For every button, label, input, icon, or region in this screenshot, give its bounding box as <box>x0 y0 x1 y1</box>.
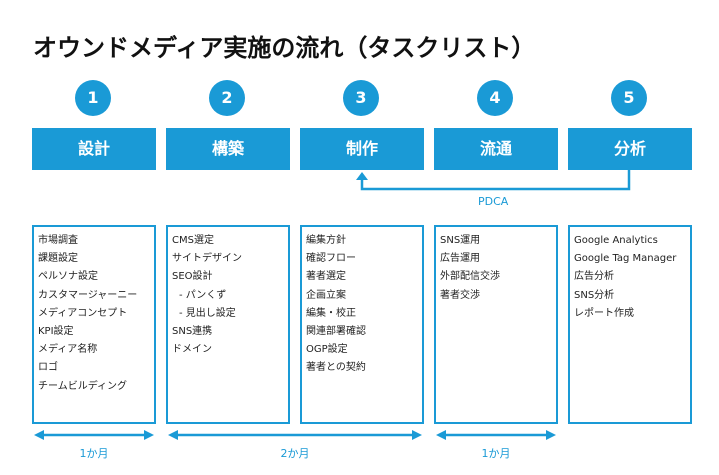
task-item: チームビルディング <box>38 380 127 392</box>
task-item: Google Tag Manager <box>574 253 677 265</box>
step-number-4: 4 <box>477 80 513 116</box>
task-item: ペルソナ設定 <box>38 271 98 283</box>
duration-label-build-produce: 2か月 <box>280 447 310 460</box>
pdca-label: PDCA <box>478 195 509 208</box>
phase-distribute: 流通 <box>434 128 558 170</box>
task-box-analyze: Google Analytics Google Tag Manager 広告分析… <box>568 225 692 424</box>
task-item: SEO設計 <box>172 271 213 283</box>
duration-label-distribute: 1か月 <box>481 447 511 460</box>
task-item: KPI設定 <box>38 326 74 338</box>
duration-arrow-build-produce <box>168 430 422 440</box>
pdca-arrowhead <box>356 172 368 180</box>
step-number-3: 3 <box>343 80 379 116</box>
task-item: カスタマージャーニー <box>38 289 138 301</box>
task-item: 確認フロー <box>306 253 356 265</box>
task-list-analyze: Google Analytics Google Tag Manager 広告分析… <box>570 227 690 323</box>
task-item: 課題設定 <box>38 253 78 265</box>
task-item: 著者交渉 <box>440 289 480 301</box>
step-number-2: 2 <box>209 80 245 116</box>
task-item: ドメイン <box>172 344 212 356</box>
task-list-build: CMS選定 サイトデザイン SEO設計 - パンくず - 見出し設定 SNS連携… <box>168 227 288 359</box>
task-item: レポート作成 <box>574 307 634 319</box>
task-item: Google Analytics <box>574 235 658 246</box>
page-title: オウンドメディア実施の流れ（タスクリスト） <box>33 34 536 62</box>
task-item: 企画立案 <box>306 289 346 301</box>
task-item: SNS運用 <box>440 235 481 246</box>
task-item: 編集方針 <box>306 235 346 246</box>
task-item: メディア名称 <box>38 344 98 356</box>
task-item: OGP設定 <box>306 344 348 356</box>
task-item: 関連部署確認 <box>306 326 366 338</box>
task-item: 著者選定 <box>306 271 346 283</box>
task-item: 広告分析 <box>574 271 614 283</box>
phase-design: 設計 <box>32 128 156 170</box>
task-subitem: - 見出し設定 <box>179 307 236 319</box>
pdca-loop-arrow <box>360 170 631 191</box>
phase-build: 構築 <box>166 128 290 170</box>
task-box-build: CMS選定 サイトデザイン SEO設計 - パンくず - 見出し設定 SNS連携… <box>166 225 290 424</box>
task-list-design: 市場調査 課題設定 ペルソナ設定 カスタマージャーニー メディアコンセプト KP… <box>34 227 154 396</box>
duration-arrow-design <box>34 430 154 440</box>
task-item: サイトデザイン <box>172 253 242 265</box>
task-item: メディアコンセプト <box>38 307 128 319</box>
task-item: 外部配信交渉 <box>440 271 500 283</box>
task-box-distribute: SNS運用 広告運用 外部配信交渉 著者交渉 <box>434 225 558 424</box>
task-item: 編集・校正 <box>306 307 356 319</box>
step-number-5: 5 <box>611 80 647 116</box>
task-subitem: - パンくず <box>179 289 227 301</box>
phase-analyze: 分析 <box>568 128 692 170</box>
task-item: ロゴ <box>38 362 58 374</box>
duration-label-design: 1か月 <box>79 447 109 460</box>
task-item: SNS分析 <box>574 289 615 301</box>
duration-arrow-distribute <box>436 430 556 440</box>
task-list-produce: 編集方針 確認フロー 著者選定 企画立案 編集・校正 関連部署確認 OGP設定 … <box>302 227 422 378</box>
task-box-design: 市場調査 課題設定 ペルソナ設定 カスタマージャーニー メディアコンセプト KP… <box>32 225 156 424</box>
task-item: 市場調査 <box>38 235 78 246</box>
task-item: SNS連携 <box>172 326 213 338</box>
task-item: CMS選定 <box>172 235 214 246</box>
phase-produce: 制作 <box>300 128 424 170</box>
task-item: 著者との契約 <box>306 362 366 374</box>
task-box-produce: 編集方針 確認フロー 著者選定 企画立案 編集・校正 関連部署確認 OGP設定 … <box>300 225 424 424</box>
step-number-1: 1 <box>75 80 111 116</box>
task-list-distribute: SNS運用 広告運用 外部配信交渉 著者交渉 <box>436 227 556 305</box>
task-item: 広告運用 <box>440 253 480 265</box>
